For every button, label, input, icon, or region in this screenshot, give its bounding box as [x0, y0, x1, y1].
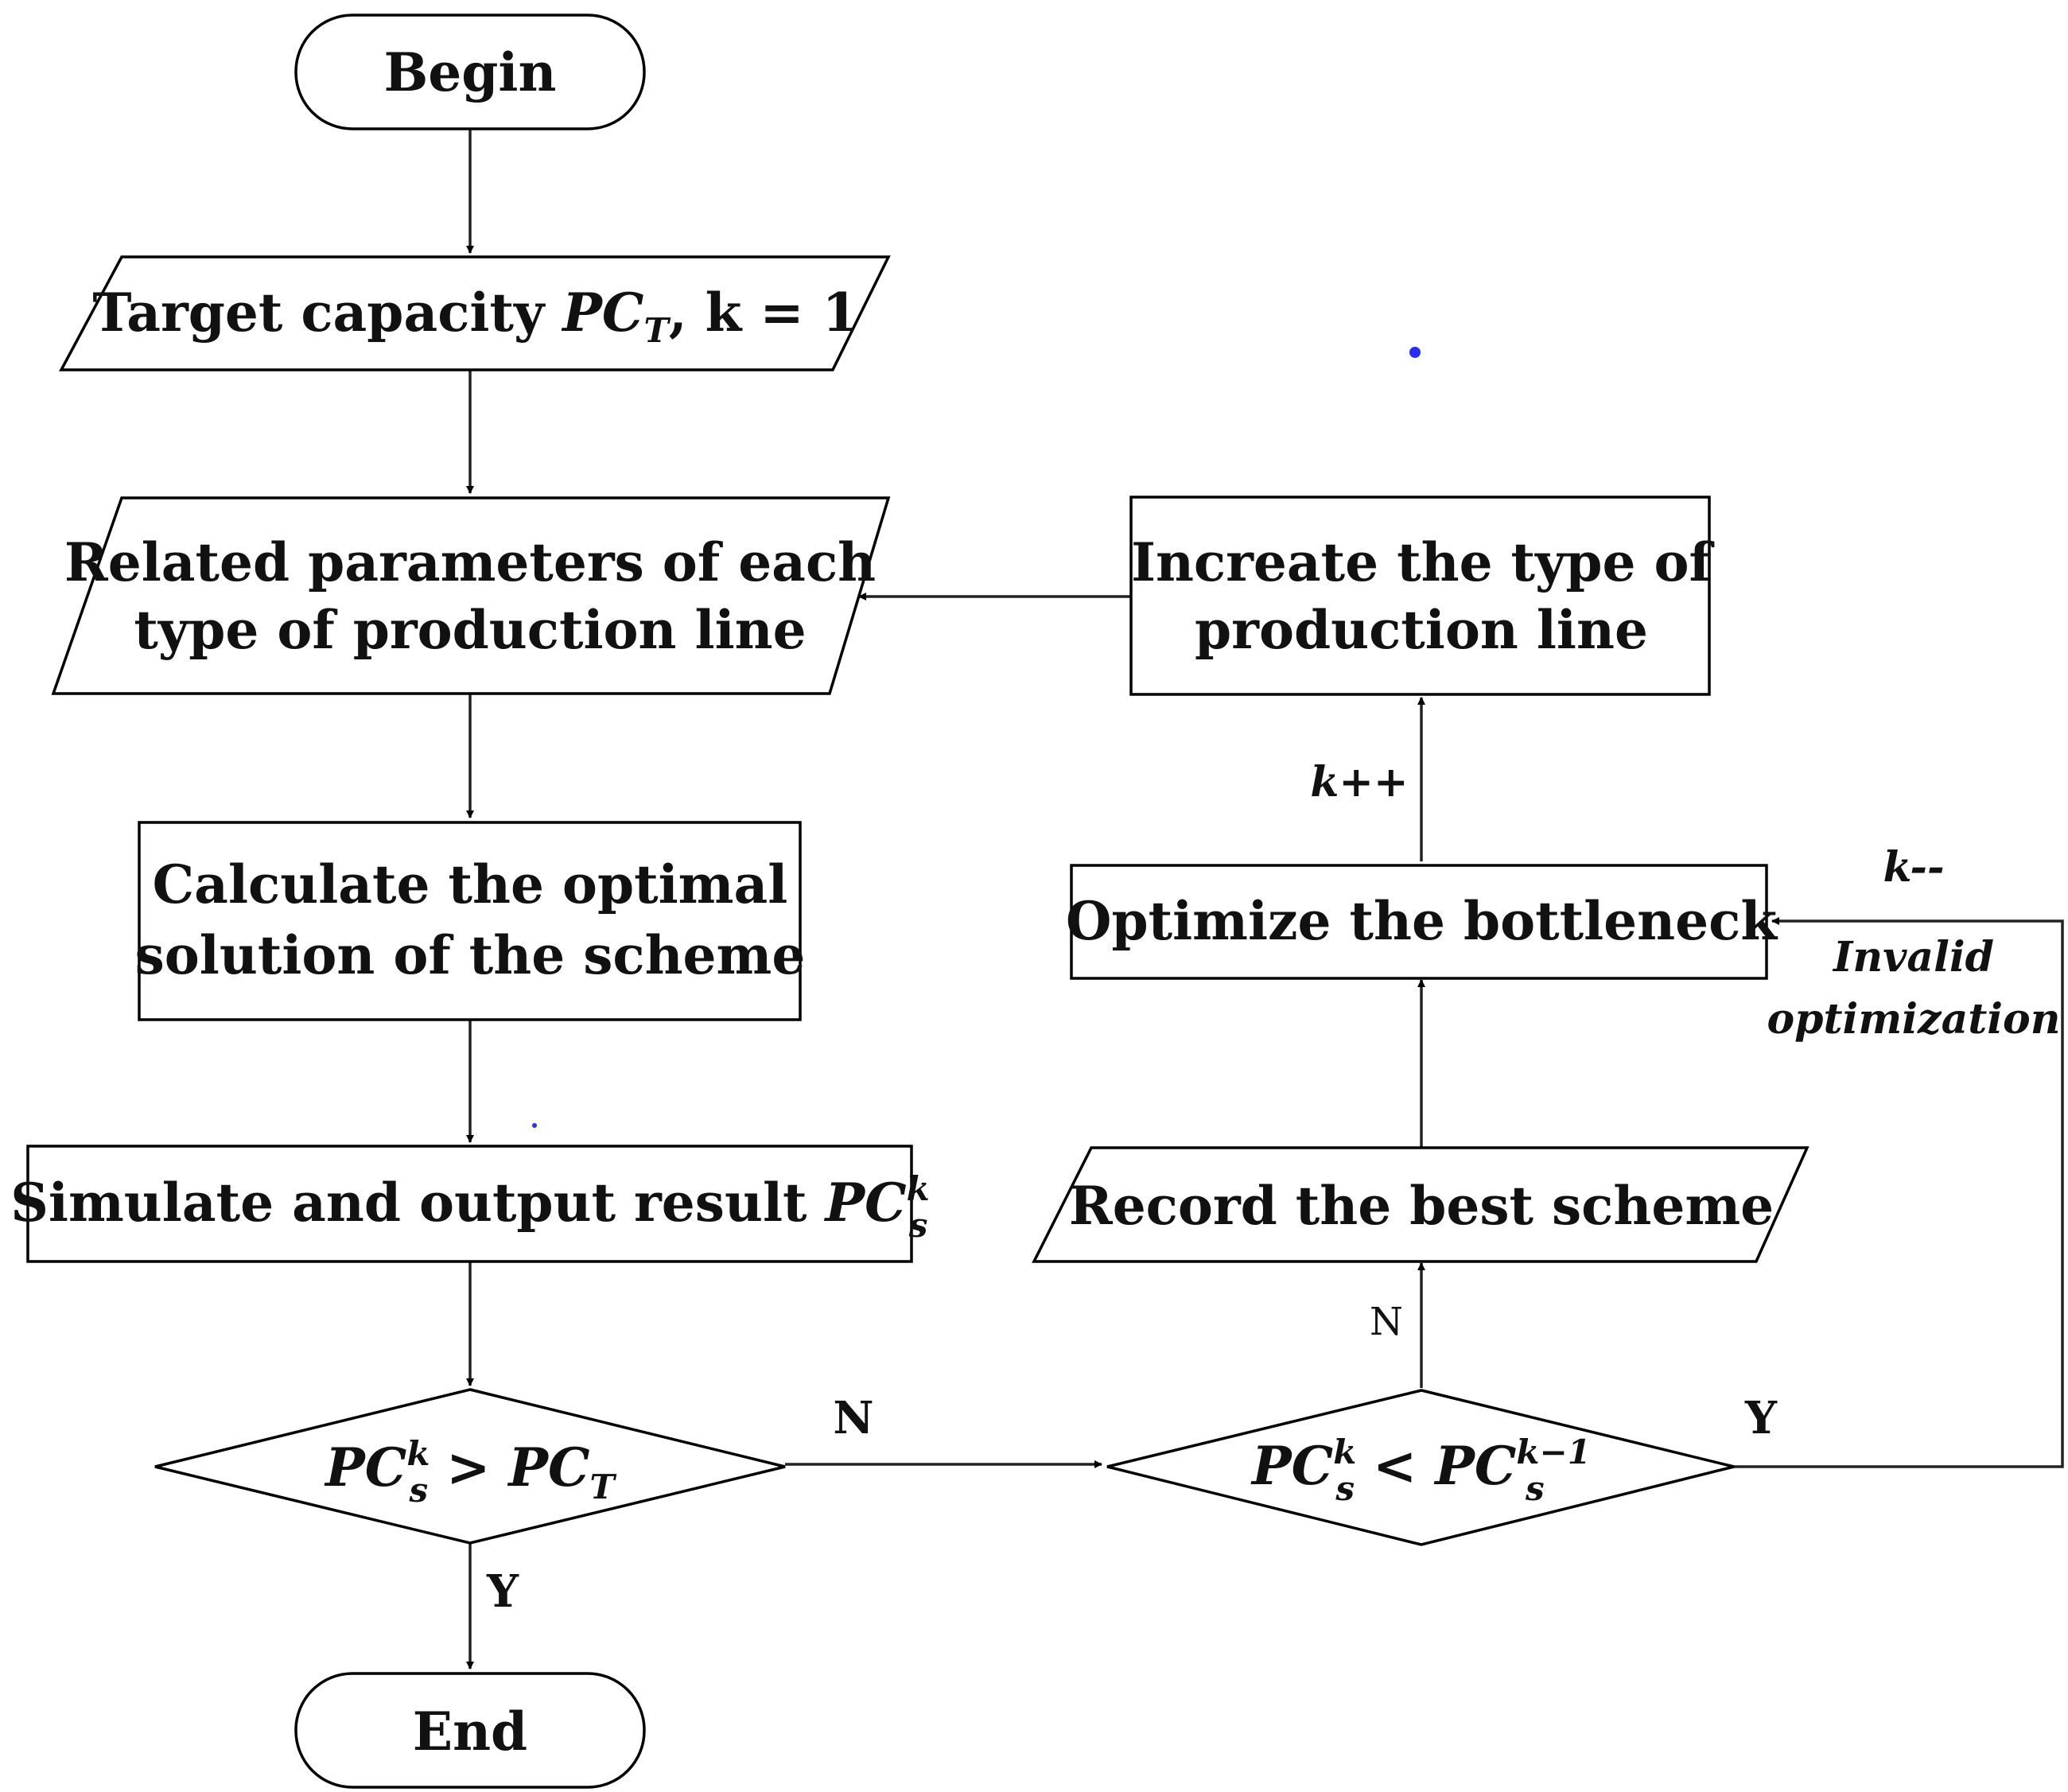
d2-left: PC — [1250, 1435, 1333, 1497]
begin-label: Begin — [384, 41, 557, 103]
target-capacity-input — [59, 255, 891, 371]
stray-dot — [1409, 347, 1421, 358]
simulate-process — [26, 1145, 913, 1263]
target-prefix: Target capacity — [92, 282, 562, 344]
calc-line-1: Calculate the optimal — [153, 853, 788, 915]
optimize-label: Optimize the bottleneck — [1066, 890, 1778, 952]
calc-line-2: solution of the scheme — [135, 924, 806, 986]
edge-label-invalid-line-2: optimization — [1767, 995, 2060, 1044]
params-line-2: type of production line — [134, 599, 806, 661]
target-capacity-label: Target capacity PCT, k = 1 — [92, 282, 858, 350]
connectors — [466, 129, 2064, 1670]
d2-right-sup: k−1 — [1516, 1432, 1591, 1471]
d2-right: PC — [1433, 1435, 1516, 1497]
d1-op: > — [428, 1436, 508, 1499]
params-line-1: Related parameters of each — [64, 531, 876, 593]
target-var: PC — [561, 282, 643, 344]
record-label: Record the best scheme — [1069, 1175, 1774, 1237]
stray-speck — [532, 1123, 537, 1128]
increate-line-1: Increate the type of — [1131, 531, 1714, 593]
d2-left-sup: k — [1333, 1432, 1356, 1471]
increate-process — [1129, 496, 1711, 696]
end-terminal — [294, 1672, 646, 1789]
edge-label-k-plus: k++ — [1310, 758, 1408, 807]
d1-left-sup: k — [406, 1434, 430, 1473]
target-sub: T — [643, 311, 671, 350]
edge-label-d1-no: N — [833, 1392, 873, 1444]
edge-label-d1-yes: Y — [486, 1565, 519, 1618]
simulate-prefix: Simulate and output result — [10, 1172, 825, 1234]
target-suffix: , k = 1 — [669, 282, 859, 344]
edge-label-invalid-line-1: Invalid — [1832, 933, 1994, 982]
simulate-var: PC — [823, 1172, 906, 1234]
d2-op: < — [1355, 1435, 1435, 1497]
end-label: End — [413, 1701, 527, 1763]
calculate-process — [138, 821, 802, 1021]
record-output — [1032, 1146, 1810, 1263]
decision-target-check — [154, 1388, 786, 1545]
decision-improvement-check — [1106, 1389, 1735, 1546]
parameters-input — [51, 496, 891, 695]
increate-line-2: production line — [1195, 599, 1648, 661]
edge-label-d2-yes: Y — [1744, 1392, 1778, 1444]
d1-right-sub: T — [590, 1467, 617, 1506]
simulate-sup: k — [907, 1169, 930, 1208]
d1-left-sub: s — [408, 1471, 428, 1510]
d2-left-sub: s — [1335, 1469, 1355, 1508]
begin-terminal — [294, 14, 646, 130]
d1-left: PC — [324, 1436, 406, 1499]
edge-label-k-minus: k-- — [1883, 843, 1944, 892]
edge-decision2-yes-loop-to-optimize — [1734, 917, 2064, 1468]
d1-right: PC — [507, 1436, 589, 1499]
simulate-sub: s — [908, 1206, 928, 1245]
optimize-process — [1070, 864, 1768, 980]
d2-right-sub: s — [1525, 1469, 1545, 1508]
edge-label-d2-no: N — [1370, 1300, 1403, 1344]
